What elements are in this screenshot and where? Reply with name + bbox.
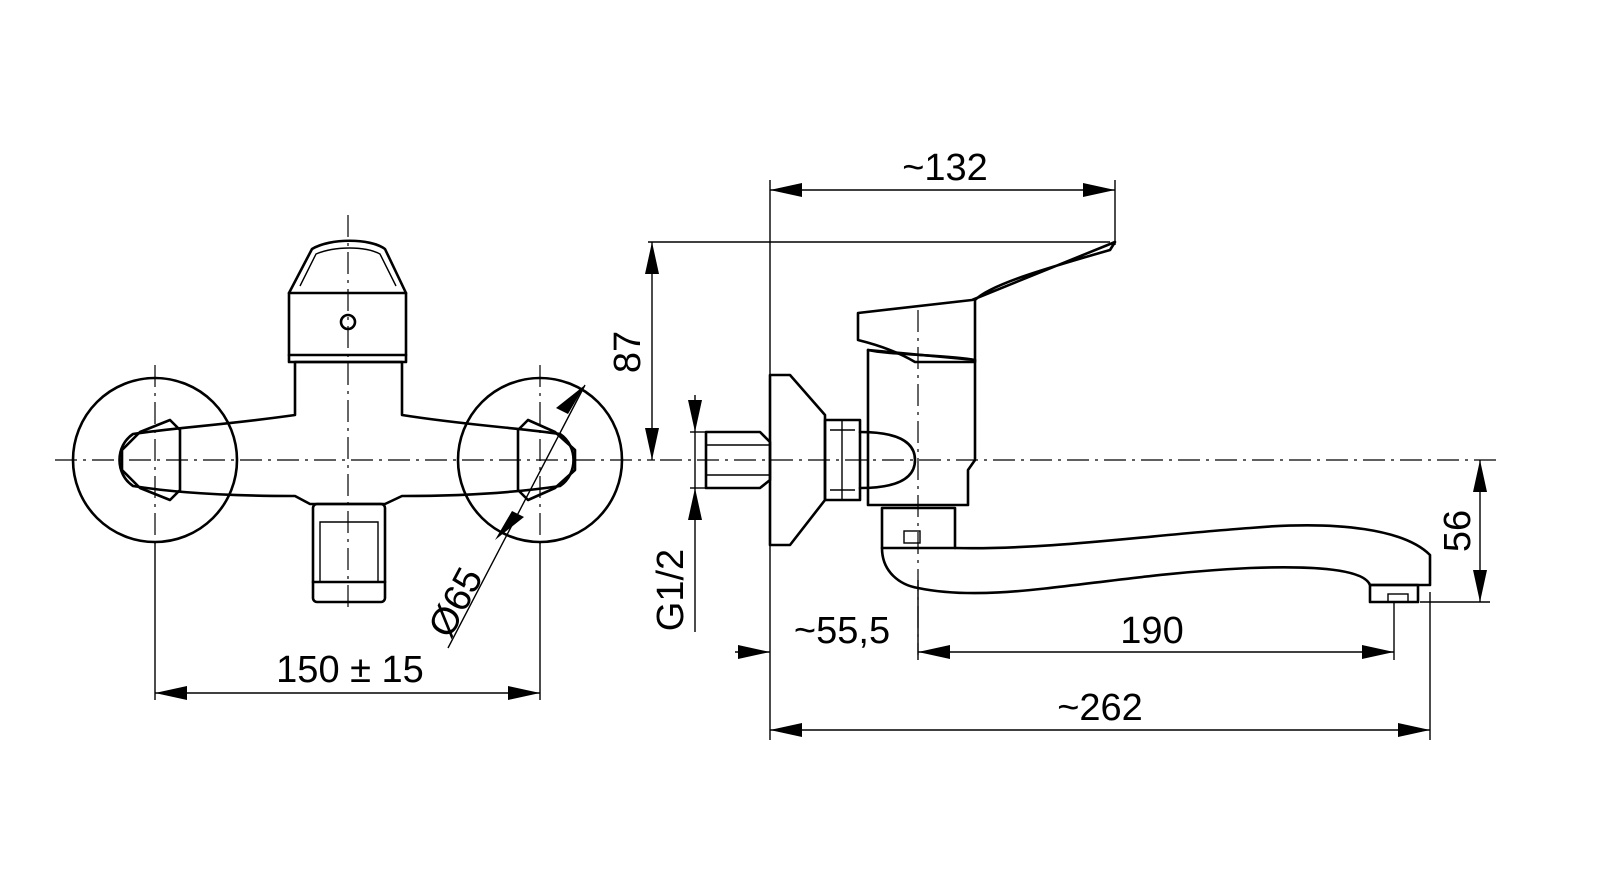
- outlet-stub: [311, 502, 387, 604]
- overall-depth-label: ~262: [1057, 687, 1143, 729]
- dimension-spout-reach: 190: [918, 602, 1395, 660]
- dimension-thread: G1/2: [650, 395, 706, 632]
- spout-height-label: 56: [1437, 510, 1479, 552]
- dimension-overall-depth: ~262: [770, 592, 1431, 740]
- mixer-body: [118, 360, 575, 506]
- thread-label: G1/2: [650, 549, 692, 631]
- cartridge-collar: [287, 291, 408, 364]
- dimension-spout-height: 56: [1420, 460, 1490, 603]
- dimension-wall-to-axis: ~55,5: [735, 580, 950, 660]
- rosette-diameter-label: Ø65: [421, 561, 492, 644]
- side-lever: [856, 240, 1117, 364]
- wall-to-axis-label: ~55,5: [794, 610, 890, 652]
- center-distance-label: 150 ± 15: [276, 649, 424, 691]
- dimension-lever-height: 87: [607, 241, 1110, 460]
- lever-height-label: 87: [607, 331, 649, 373]
- spout-reach-label: 190: [1120, 610, 1183, 652]
- lever-cap: [287, 239, 408, 295]
- dimension-body-depth: ~132: [769, 147, 1116, 740]
- left-hex-nut: [120, 418, 182, 502]
- union-nut: [823, 418, 862, 502]
- side-body: [866, 348, 977, 507]
- body-depth-label: ~132: [902, 147, 988, 189]
- spout: [880, 524, 1432, 595]
- side-view: [660, 240, 1500, 655]
- right-hex-nut: [516, 418, 577, 502]
- dimension-rosette-diameter: Ø65: [421, 384, 586, 649]
- indicator-screw: [339, 313, 357, 331]
- dimension-center-distance: 150 ± 15: [154, 542, 541, 700]
